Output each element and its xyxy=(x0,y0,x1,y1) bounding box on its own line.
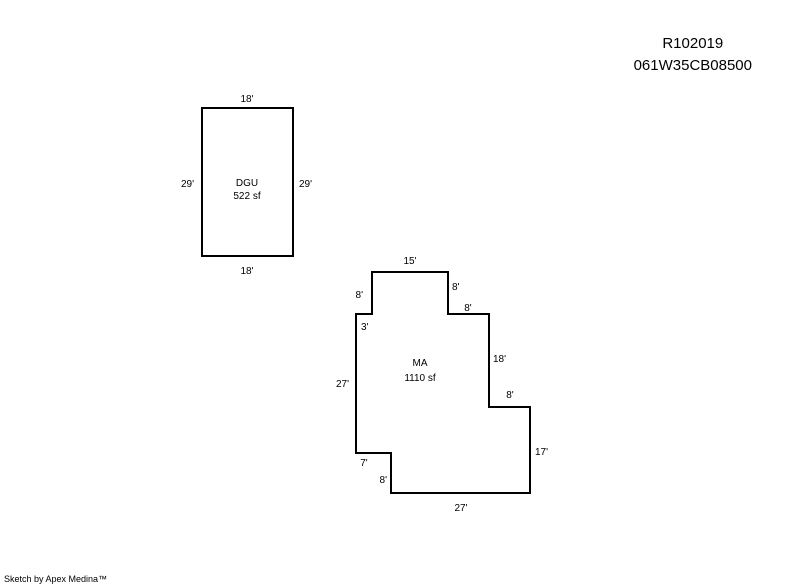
ma-area-size: 1110 sf xyxy=(404,373,436,384)
dgu-name: DGU xyxy=(236,178,258,189)
ma-dim-step-lower-right: 8' xyxy=(506,390,514,401)
ma-dim-left-upper: 8' xyxy=(356,290,364,301)
parcel-id: R102019 xyxy=(662,35,724,52)
ma-dim-right-lower: 17' xyxy=(535,447,548,458)
dgu-outline xyxy=(201,107,294,257)
ma-dim-right-mid: 18' xyxy=(493,354,506,365)
ma-dim-left-lower: 8' xyxy=(380,475,388,486)
dgu-dim-left: 29' xyxy=(181,179,194,190)
map-number: 061W35CB08500 xyxy=(633,57,752,74)
ma-dim-top: 15' xyxy=(403,256,416,267)
dgu-dim-bottom: 18' xyxy=(240,266,253,277)
dgu-area-size: 522 sf xyxy=(233,191,260,202)
dgu-dim-top: 18' xyxy=(240,94,253,105)
ma-dim-left-long: 27' xyxy=(336,379,349,390)
ma-outline xyxy=(355,271,531,494)
dgu-dim-right: 29' xyxy=(299,179,312,190)
ma-dim-bottom: 27' xyxy=(454,503,467,514)
parcel-header: R102019 061W35CB08500 xyxy=(634,33,752,77)
ma-name: MA xyxy=(413,358,428,369)
ma-area: 15' 8' 8' 8' 3' 18' 8' 27' 17' 7' 8' 27'… xyxy=(336,256,548,514)
ma-dim-step-upper-right: 8' xyxy=(464,303,472,314)
ma-dim-left-step: 3' xyxy=(361,322,369,333)
dgu-area: 18' 18' 29' 29' DGU 522 sf xyxy=(181,94,312,277)
ma-dim-step-lower-left: 7' xyxy=(360,458,368,469)
sketch-credit: Sketch by Apex Medina™ xyxy=(4,574,108,584)
ma-dim-right-upper: 8' xyxy=(452,282,460,293)
